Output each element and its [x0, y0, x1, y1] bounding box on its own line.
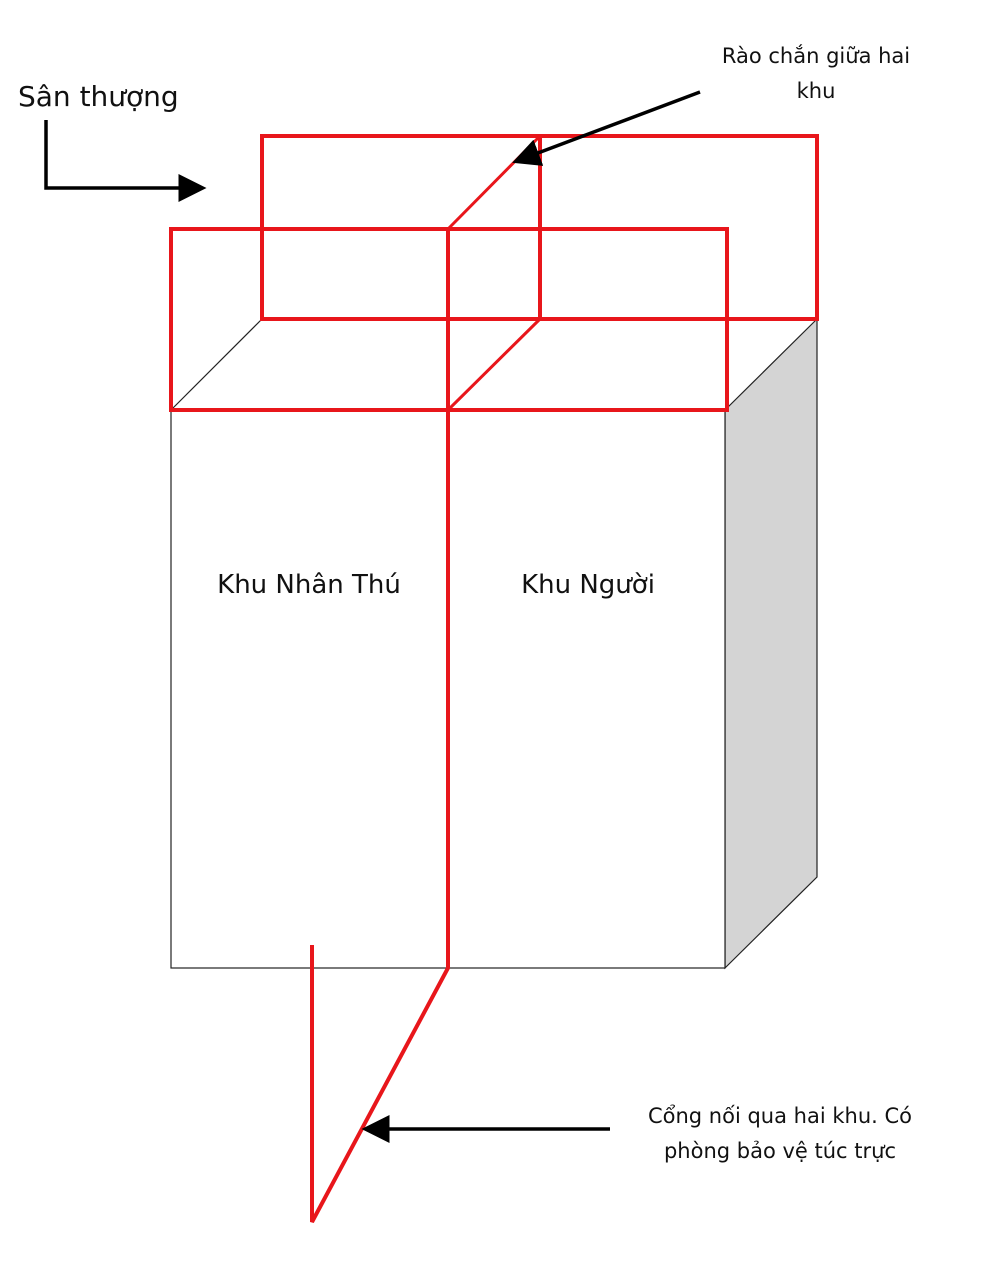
zone-right-label: Khu Người — [521, 570, 655, 600]
rooftop-arrow — [44, 120, 207, 202]
barrier-label-line1: Rào chắn giữa hai — [722, 44, 910, 68]
dividing-wall — [310, 229, 450, 1223]
fence — [169, 134, 819, 1223]
barrier-bottom-diagonal — [446, 317, 542, 412]
barrier-label-line2: khu — [797, 79, 836, 103]
gate-label-line2: phòng bảo vệ túc trực — [664, 1139, 896, 1163]
building-side-face — [724, 317, 818, 970]
barrier-arrow — [512, 90, 701, 166]
gate-label-line1: Cổng nối qua hai khu. Có — [648, 1104, 912, 1128]
rooftop-label: Sân thượng — [18, 80, 179, 113]
barrier-top-diagonal — [446, 134, 542, 231]
roof-edge — [170, 318, 263, 411]
zone-left-label: Khu Nhân Thú — [217, 570, 401, 600]
